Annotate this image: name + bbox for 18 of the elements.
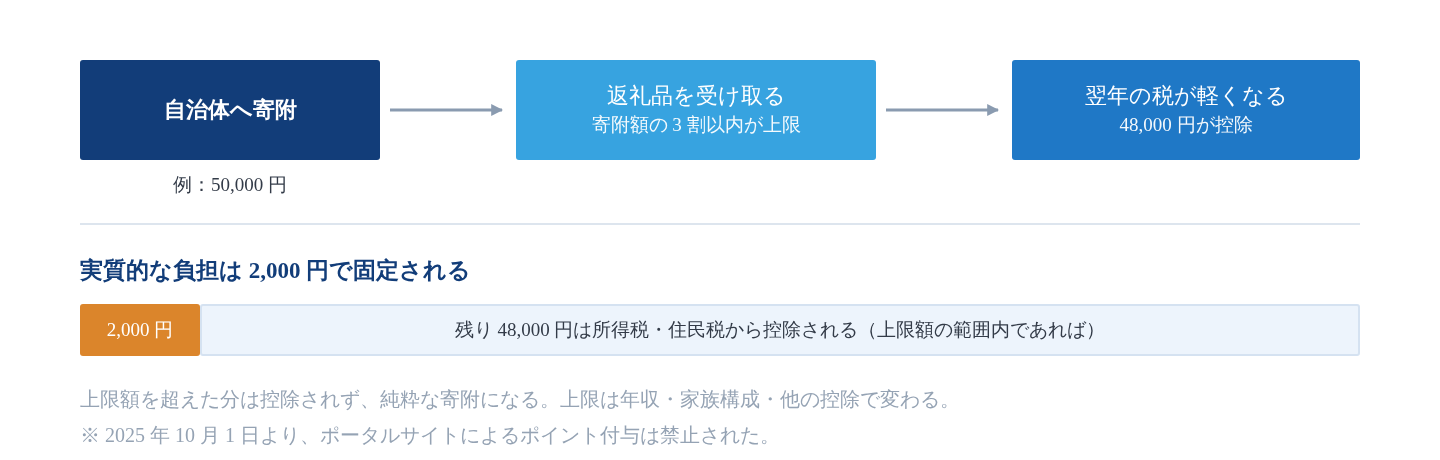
bar-segment bbox=[200, 304, 1360, 356]
process-box bbox=[516, 60, 876, 160]
box-subtitle: 寄附額の 3 割以内が上限 bbox=[591, 113, 801, 137]
arrow bbox=[390, 104, 504, 116]
box-title: 返礼品を受け取る bbox=[606, 82, 786, 110]
box-title: 翌年の税が軽くなる bbox=[1084, 82, 1288, 110]
note-text: 上限額を超えた分は控除されず、純粋な寄附になる。上限は年収・家族構成・他の控除で変わる。 bbox=[80, 387, 960, 412]
note-text: ※ 2025 年 10 月 1 日より、ポータルサイトによるポイント付与は禁止された。 bbox=[80, 423, 780, 448]
box-subtitle: 48,000 円が控除 bbox=[1119, 113, 1253, 137]
box-title: 残り 48,000 円は所得税・住民税から控除される（上限額の範囲内であれば） bbox=[454, 318, 1106, 342]
box-title: 2,000 円 bbox=[106, 318, 174, 342]
bar-segment bbox=[80, 304, 200, 356]
arrow bbox=[886, 104, 1000, 116]
example-note: 例：50,000 円 bbox=[172, 173, 288, 197]
process-box bbox=[80, 60, 380, 160]
section-heading: 実質的な負担は 2,000 円で固定される bbox=[80, 257, 472, 285]
process-box bbox=[1012, 60, 1360, 160]
box-title: 自治体へ寄附 bbox=[163, 96, 297, 124]
